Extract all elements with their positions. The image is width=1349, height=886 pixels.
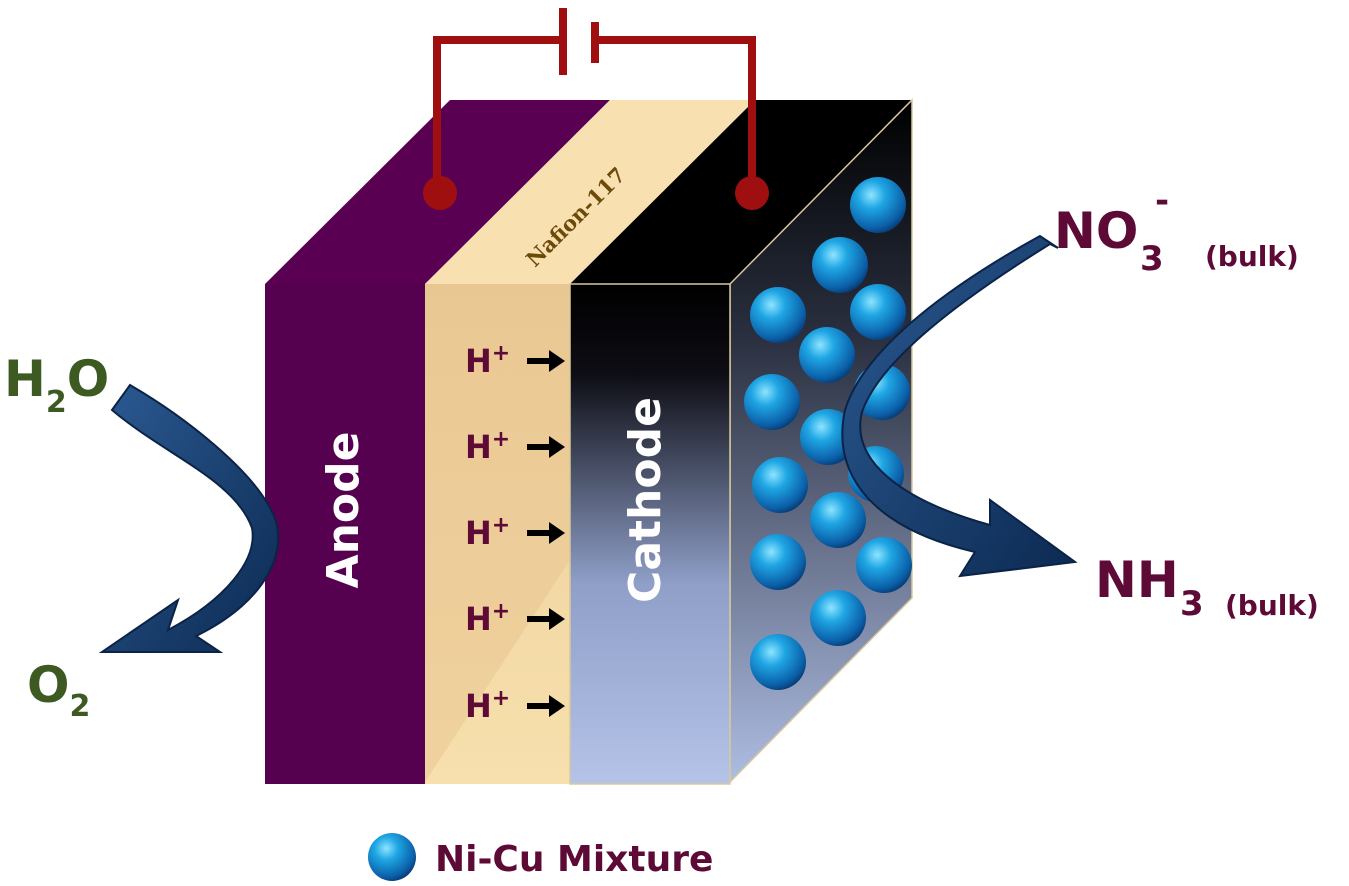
proton-row: H+ — [465, 599, 565, 638]
anode-reaction-arrow — [98, 383, 280, 653]
cathode-terminal — [735, 176, 769, 210]
battery-icon — [559, 8, 599, 75]
ni-cu-sphere — [744, 374, 800, 430]
legend: Ni-Cu Mixture — [368, 833, 713, 881]
proton-list: H+ H+ H+ H+ H+ — [465, 341, 565, 725]
external-circuit — [433, 36, 756, 196]
membrane-shading — [425, 284, 570, 782]
ni-cu-sphere — [810, 590, 866, 646]
proton-arrow-icon — [527, 695, 565, 717]
proton-label: H+ — [465, 686, 510, 725]
ni-cu-sphere — [752, 457, 808, 513]
proton-row: H+ — [465, 427, 565, 466]
water-label: H2O — [4, 350, 109, 420]
proton-arrow-icon — [527, 522, 565, 544]
proton-label: H+ — [465, 599, 510, 638]
ni-cu-sphere — [750, 634, 806, 690]
ni-cu-sphere — [856, 537, 912, 593]
anode-terminal — [423, 176, 457, 210]
anode-front-face — [265, 284, 425, 784]
proton-row: H+ — [465, 686, 565, 725]
proton-row: H+ — [465, 341, 565, 380]
anode-label: Anode — [318, 432, 369, 589]
membrane-top-face — [425, 100, 755, 284]
ni-cu-sphere — [799, 327, 855, 383]
cathode-reaction-arrow — [841, 234, 1078, 578]
cathode-label: Cathode — [620, 397, 671, 603]
ammonia-label: NH3(bulk) — [1095, 551, 1319, 624]
cathode-front-face — [569, 283, 731, 785]
oxygen-label: O2 — [27, 656, 90, 724]
proton-arrow-icon — [527, 350, 565, 372]
ni-cu-sphere — [750, 534, 806, 590]
ni-cu-sphere — [810, 492, 866, 548]
proton-label: H+ — [465, 341, 510, 380]
proton-arrow-icon — [527, 436, 565, 458]
legend-label: Ni-Cu Mixture — [435, 839, 713, 880]
ni-cu-sphere — [850, 177, 906, 233]
nitrate-label: NO3-(bulk) — [1054, 181, 1299, 279]
ni-cu-sphere — [750, 287, 806, 343]
ni-cu-sphere — [812, 237, 868, 293]
proton-label: H+ — [465, 513, 510, 552]
sphere-icon — [368, 833, 416, 881]
proton-arrow-icon — [527, 608, 565, 630]
proton-label: H+ — [465, 427, 510, 466]
proton-row: H+ — [465, 513, 565, 552]
ni-cu-sphere — [850, 284, 906, 340]
